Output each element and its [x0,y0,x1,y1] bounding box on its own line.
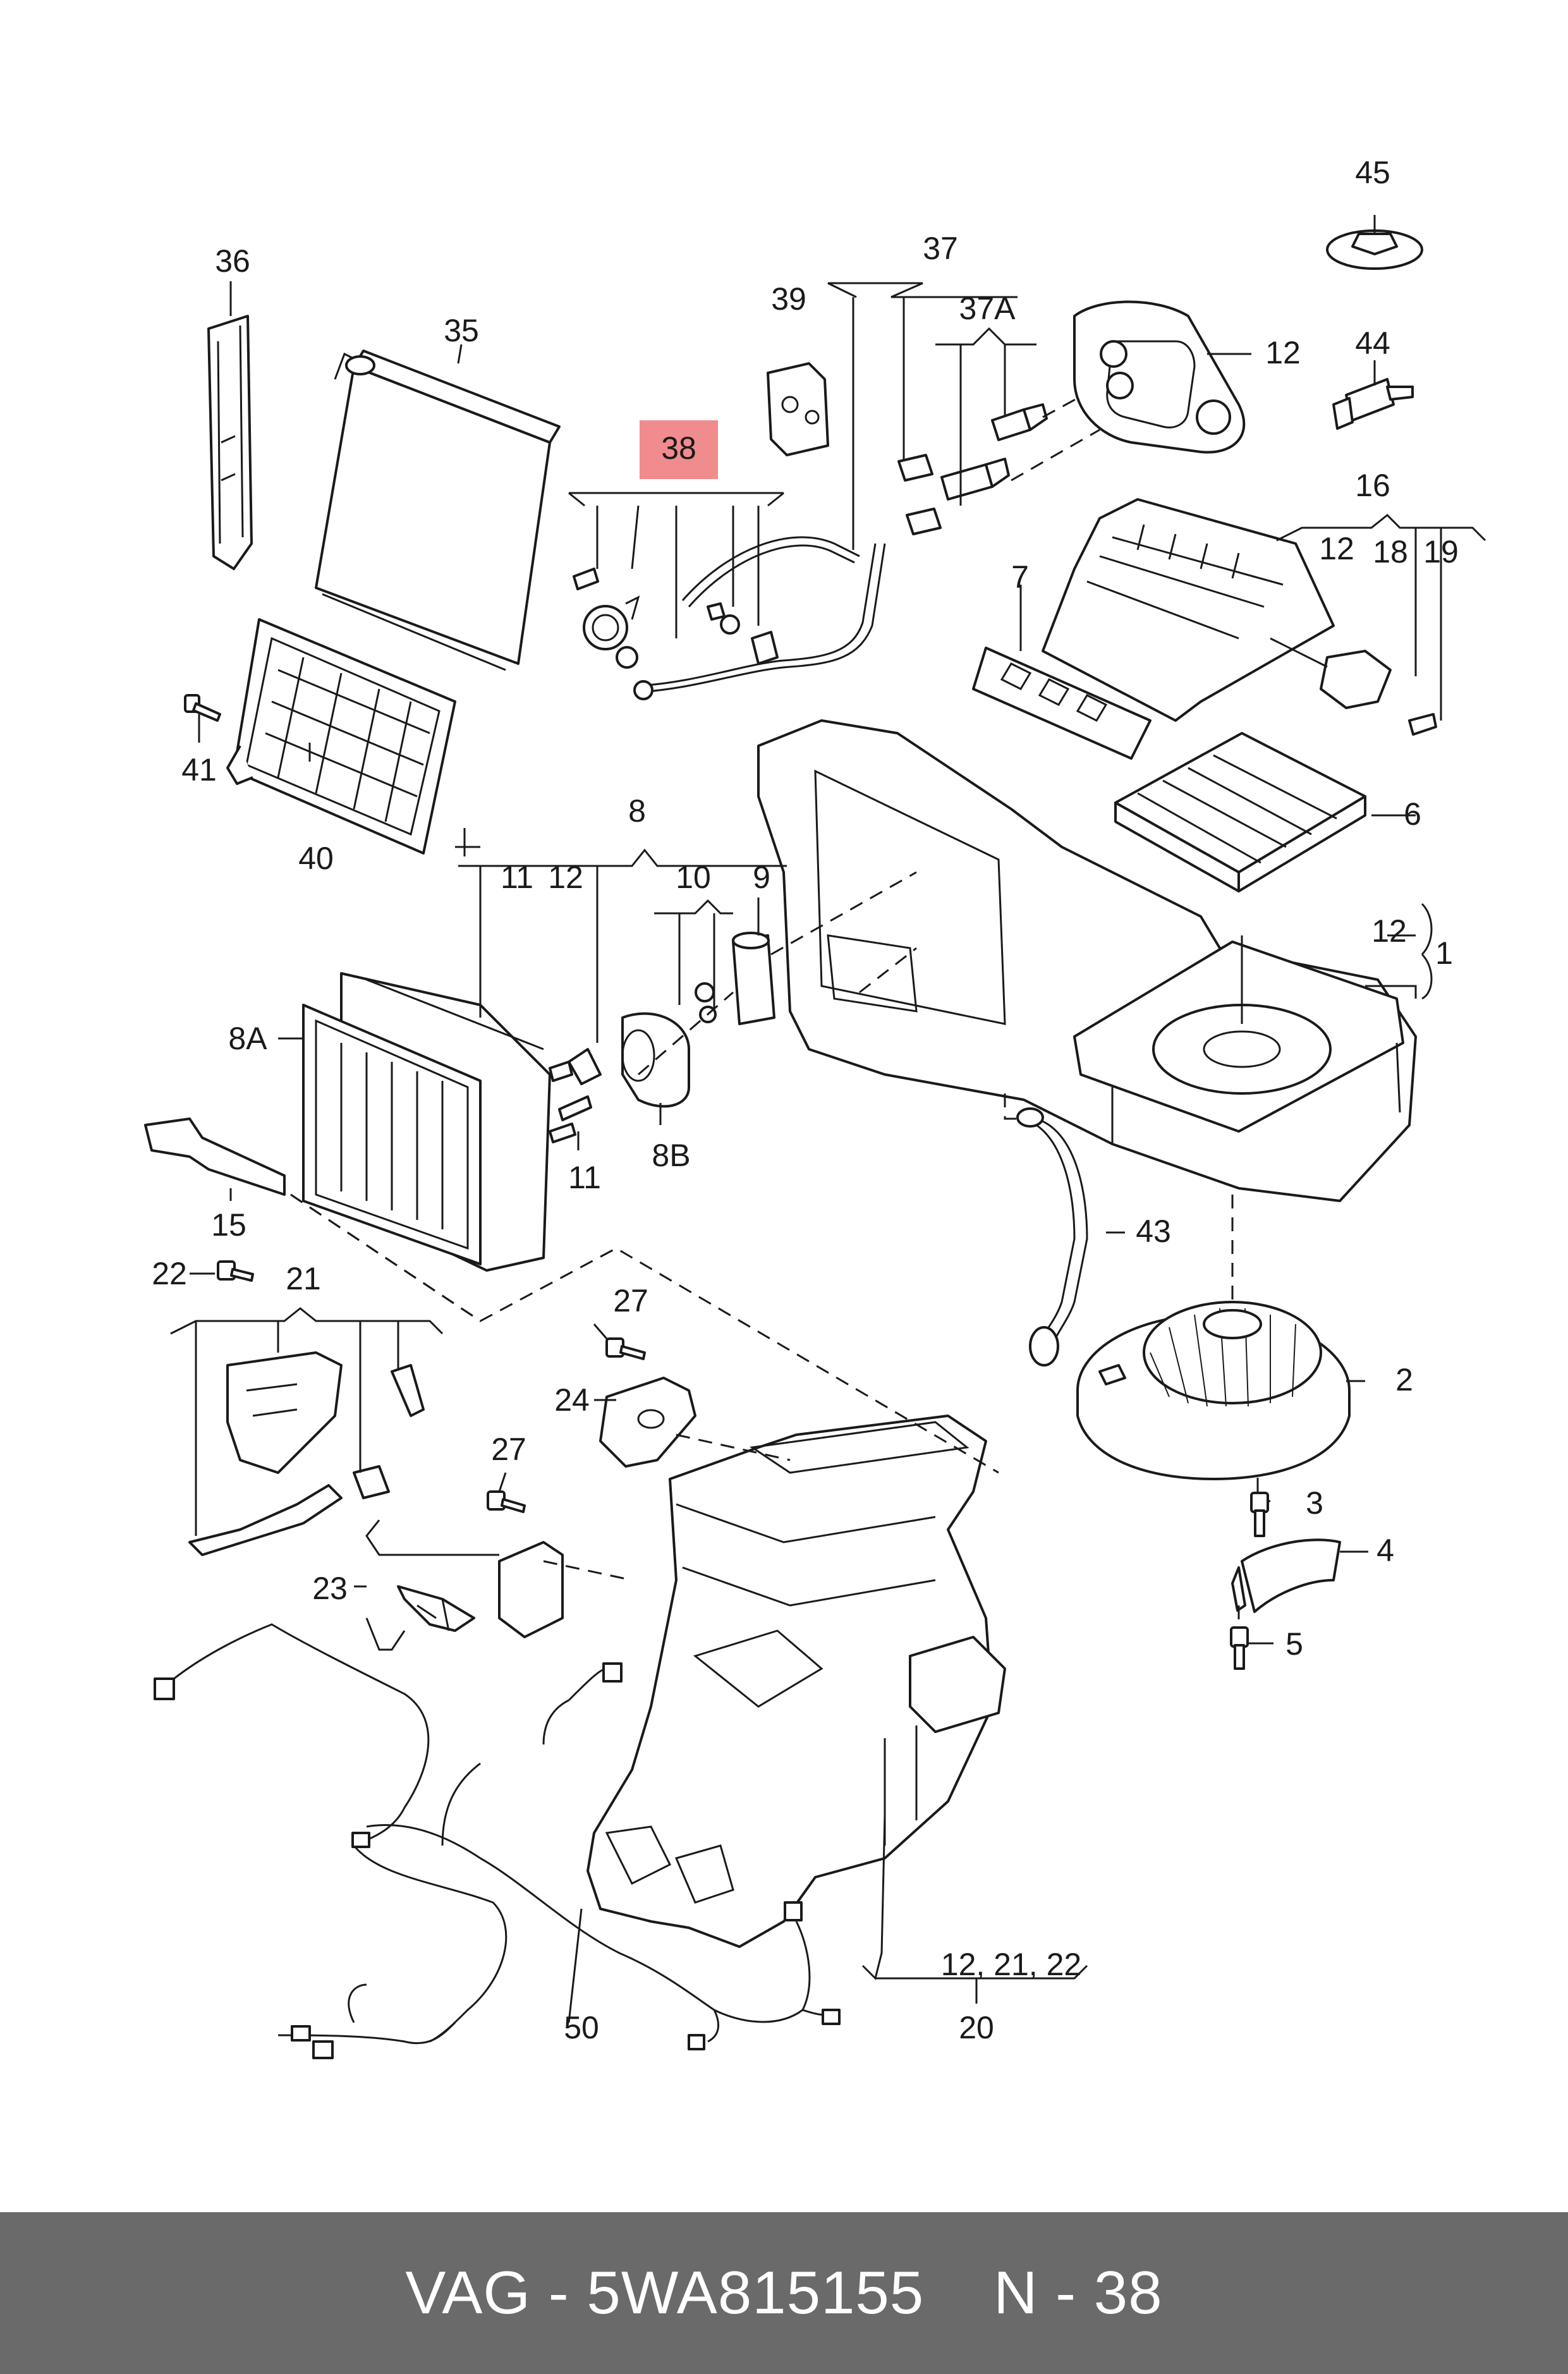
callout-40: 40 [298,841,334,876]
callout-38: 38 [661,430,696,466]
callout-37A: 37A [959,291,1016,326]
part-20-distribution-housing [586,1415,1006,1948]
callout-45: 45 [1355,155,1390,190]
callout-11-bottom: 11 [568,1160,601,1195]
callout-9: 9 [753,860,770,895]
footer-bar: VAG - 5WA815155 N - 38 [0,2212,1568,2374]
callout-7: 7 [1011,559,1029,595]
callout-36: 36 [215,243,250,279]
footer-reference: N - 38 [994,2259,1163,2327]
callout-15: 15 [211,1207,246,1243]
part-15-sensor [144,1117,286,1196]
callout-22: 22 [152,1256,187,1291]
callout-20: 20 [959,2010,994,2045]
callout-24: 24 [554,1382,590,1418]
part-43-drain-hose [1016,1107,1088,1367]
callout-50: 50 [564,2010,599,2045]
callout-19: 19 [1423,534,1459,569]
part-23-flap-actuator [397,1541,564,1638]
part-27-screws [487,1337,646,1513]
footer-text: VAG - 5WA815155 N - 38 [405,2258,1162,2328]
part-24-actuator [599,1377,696,1468]
part-37-connector-pipes [897,378,1113,535]
part-4-cover [1231,1538,1341,1613]
part-50-wiring-harness [154,1623,841,2059]
callout-8A: 8A [228,1021,267,1056]
callout-4: 4 [1377,1533,1394,1568]
callout-43: 43 [1136,1214,1171,1249]
part-6-pollen-filter [1114,732,1366,892]
callout-21: 21 [286,1261,321,1296]
callout-35: 35 [444,313,479,348]
part-44-stud [1332,378,1414,430]
part-21-actuator-set [188,1351,425,1556]
callout-12-21-22: 12, 21, 22 [941,1947,1081,1982]
callout-18: 18 [1373,534,1408,569]
footer-part-number: VAG - 5WA815155 [405,2259,925,2327]
part-39-valve-block [767,362,829,456]
part-35-heater-core [315,350,561,671]
callout-12-cover: 12 [1319,531,1354,566]
callout-11-top: 11 [501,860,533,895]
callout-27-bottom: 27 [491,1432,526,1467]
callout-39: 39 [771,281,806,317]
part-41-screw [184,694,221,722]
callout-41: 41 [181,752,217,788]
callout-1: 1 [1435,935,1453,971]
callout-16: 16 [1355,468,1390,503]
part-38-refrigerant-pipes [573,536,886,700]
part-11-screws [549,1095,592,1143]
part-3-screw [1250,1492,1269,1537]
callout-8B: 8B [652,1138,690,1173]
part-36-seal-strip [207,315,253,570]
highlight-box [640,420,718,479]
callout-12-evap: 12 [548,860,583,895]
part-45-nut [1326,229,1423,270]
assembly-dashed-lines [290,871,1259,1624]
part-8B-seal [549,1012,690,1108]
callout-12-housing: 12 [1371,913,1407,949]
leader-lines [170,215,1486,2023]
part-1-hvac-housing [757,719,1417,1202]
callout-37: 37 [923,231,958,266]
callout-27-top: 27 [613,1283,648,1318]
part-5-screw [1230,1626,1249,1670]
part-40-evaporator [226,618,456,855]
callout-3: 3 [1306,1485,1323,1521]
callout-2: 2 [1395,1362,1413,1397]
callout-23: 23 [312,1571,348,1606]
callout-10: 10 [676,860,711,895]
part-22-screw [217,1260,254,1282]
callout-12-gasket: 12 [1265,335,1301,370]
callout-5: 5 [1285,1626,1303,1662]
callout-6: 6 [1404,796,1421,832]
part-7-filter-strip [972,647,1152,760]
part-8A-evaporator [302,972,551,1272]
callout-8: 8 [628,793,646,829]
callout-labels: 36 35 37 39 37A 12 45 44 38 16 12 18 19 … [152,155,1459,2045]
parts-diagram: 36 35 37 39 37A 12 45 44 38 16 12 18 19 … [144,155,1486,2059]
callout-44: 44 [1355,326,1390,361]
part-10-orings [695,982,717,1023]
part-2-blower-motor [1076,1301,1351,1480]
part-9-expansion-valve [732,932,775,1025]
part-16-cover [1042,498,1437,736]
part-12-gasket [1073,300,1246,454]
